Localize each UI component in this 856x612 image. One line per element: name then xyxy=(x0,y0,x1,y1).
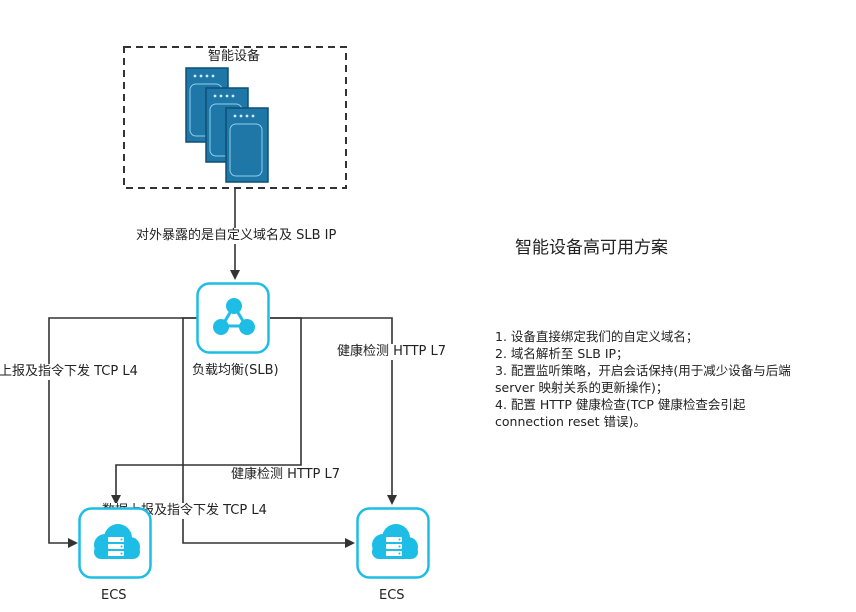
server-unit-front xyxy=(225,107,269,183)
ecs-node-1 xyxy=(78,507,152,579)
note-line: 1. 设备直接绑定我们的自定义域名； xyxy=(495,329,699,344)
note-line: connection reset 错误)。 xyxy=(495,414,646,429)
note-line: 4. 配置 HTTP 健康检查(TCP 健康检查会引起 xyxy=(495,397,746,412)
diagram-title: 智能设备高可用方案 xyxy=(515,238,668,258)
edge-slb-to-ecs2-health xyxy=(270,317,397,505)
ecs-node-2 xyxy=(356,507,430,579)
notes-list: 1. 设备直接绑定我们的自定义域名； 2. 域名解析至 SLB IP； 3. 配… xyxy=(495,328,815,430)
device-group-label: 智能设备 xyxy=(208,49,261,64)
edge-slb-to-ecs2-data xyxy=(182,317,355,548)
edge-label-exposed: 对外暴露的是自定义域名及 SLB IP xyxy=(135,228,338,244)
note-line: server 映射关系的更新操作)； xyxy=(495,380,669,395)
cloud-server-icon xyxy=(372,524,418,559)
note-line: 3. 配置监听策略，开启会话保持(用于减少设备与后端 xyxy=(495,363,791,378)
ecs-node-1-label: ECS xyxy=(101,588,127,603)
edge-label-health-right: 健康检测 HTTP L7 xyxy=(336,344,448,360)
ecs-node-2-label: ECS xyxy=(379,588,405,603)
edge-slb-to-ecs1-data xyxy=(48,317,198,548)
edge-slb-to-ecs1-health xyxy=(111,317,302,505)
edge-label-health-mid: 健康检测 HTTP L7 xyxy=(230,467,342,483)
note-line: 2. 域名解析至 SLB IP； xyxy=(495,346,629,361)
cloud-server-icon xyxy=(94,524,140,559)
slb-label: 负载均衡(SLB) xyxy=(192,363,279,378)
edge-label-data-left: 上报及指令下发 TCP L4 xyxy=(0,364,139,380)
server-stack-icon xyxy=(185,67,269,183)
slb-node xyxy=(196,282,270,354)
share-network-icon xyxy=(213,298,255,335)
